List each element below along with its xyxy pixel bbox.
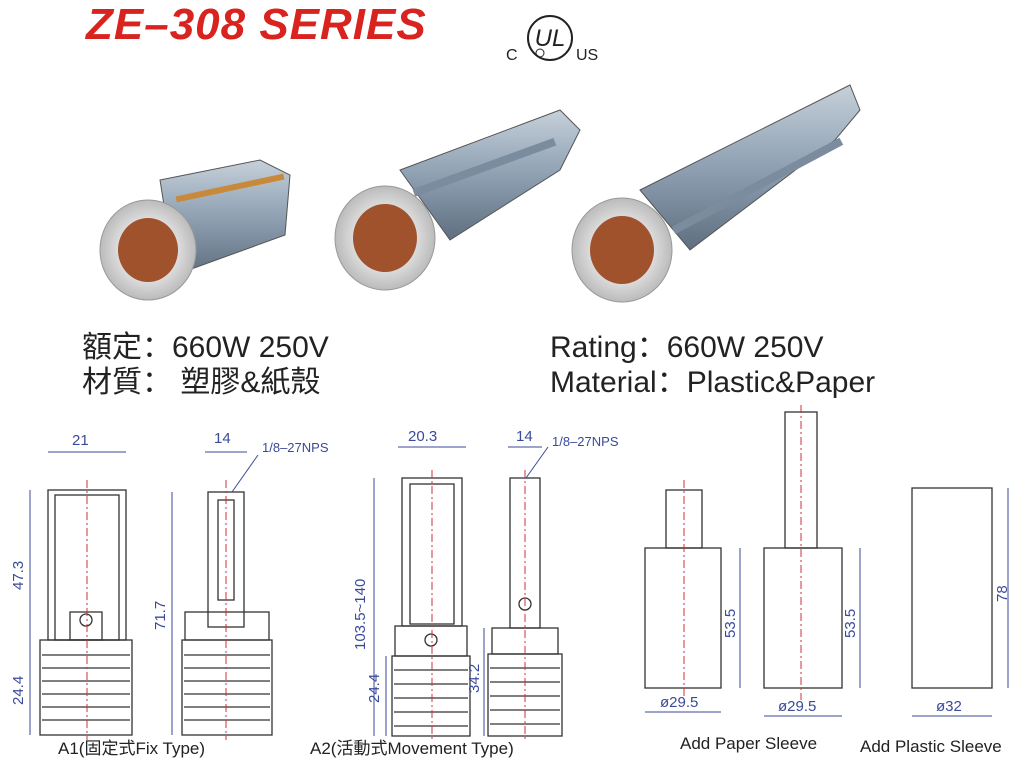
product-photo-movement-type [334, 109, 581, 291]
dim-a2-height: 103.5~140 [352, 578, 369, 650]
dim-a1-upper: 47.3 [10, 560, 27, 590]
rating-cn: 額定：660W 250V [82, 331, 329, 364]
ul-certification-logo: UL C US [500, 8, 610, 68]
caption-a2: A2(活動式Movement Type) [310, 739, 514, 758]
drawing-paper-sleeve-1 [644, 489, 722, 689]
dim-plastic-height: 78 [994, 585, 1011, 602]
dim-a2-width: 20.3 [408, 428, 438, 445]
dim-a1-width: 21 [72, 432, 89, 449]
dim-paper-height-2: 53.5 [842, 608, 859, 638]
drawing-a2-front [391, 477, 471, 737]
ul-logo-icon: UL C US [506, 15, 598, 64]
dim-thread-spec-2: 1/8–27NPS [552, 434, 619, 449]
caption-paper-sleeve: Add Paper Sleeve [680, 734, 818, 753]
material-cn: 材質： 塑膠&紙殼 [82, 366, 321, 399]
product-photo-extended-movement [571, 84, 861, 303]
dim-fix-side-height: 71.7 [152, 600, 169, 630]
material-en: Material：Plastic&Paper [550, 366, 876, 399]
ul-c-label: C [506, 47, 518, 64]
ul-mark: UL [535, 25, 566, 52]
drawing-fix-side [181, 491, 273, 736]
centerlines [86, 405, 802, 740]
dim-move-side-width: 14 [516, 428, 533, 445]
dim-plastic-dia: ø32 [936, 698, 962, 715]
drawing-plastic-sleeve [911, 487, 993, 689]
product-photos [99, 84, 861, 303]
drawing-a1-front [39, 489, 133, 736]
dim-paper-dia-1: ø29.5 [660, 694, 699, 711]
product-photo-fix-type [99, 159, 291, 301]
dimension-lines [29, 446, 1009, 736]
dim-a2-lower: 24.4 [366, 673, 383, 703]
ul-us-label: US [576, 47, 598, 64]
dim-paper-dia-2: ø29.5 [778, 698, 817, 715]
dim-paper-height-1: 53.5 [722, 608, 739, 638]
drawing-paper-sleeve-2 [763, 411, 843, 689]
series-title: ZE–308 SERIES [86, 0, 427, 49]
dim-fix-side-width: 14 [214, 430, 231, 447]
caption-plastic-sleeve: Add Plastic Sleeve [860, 737, 1002, 756]
rating-en: Rating：660W 250V [550, 331, 824, 364]
dim-a1-lower: 24.4 [10, 675, 27, 705]
dim-move-side-lower: 34.2 [466, 663, 483, 693]
caption-a1: A1(固定式Fix Type) [58, 739, 206, 758]
dim-thread-spec-1: 1/8–27NPS [262, 440, 329, 455]
